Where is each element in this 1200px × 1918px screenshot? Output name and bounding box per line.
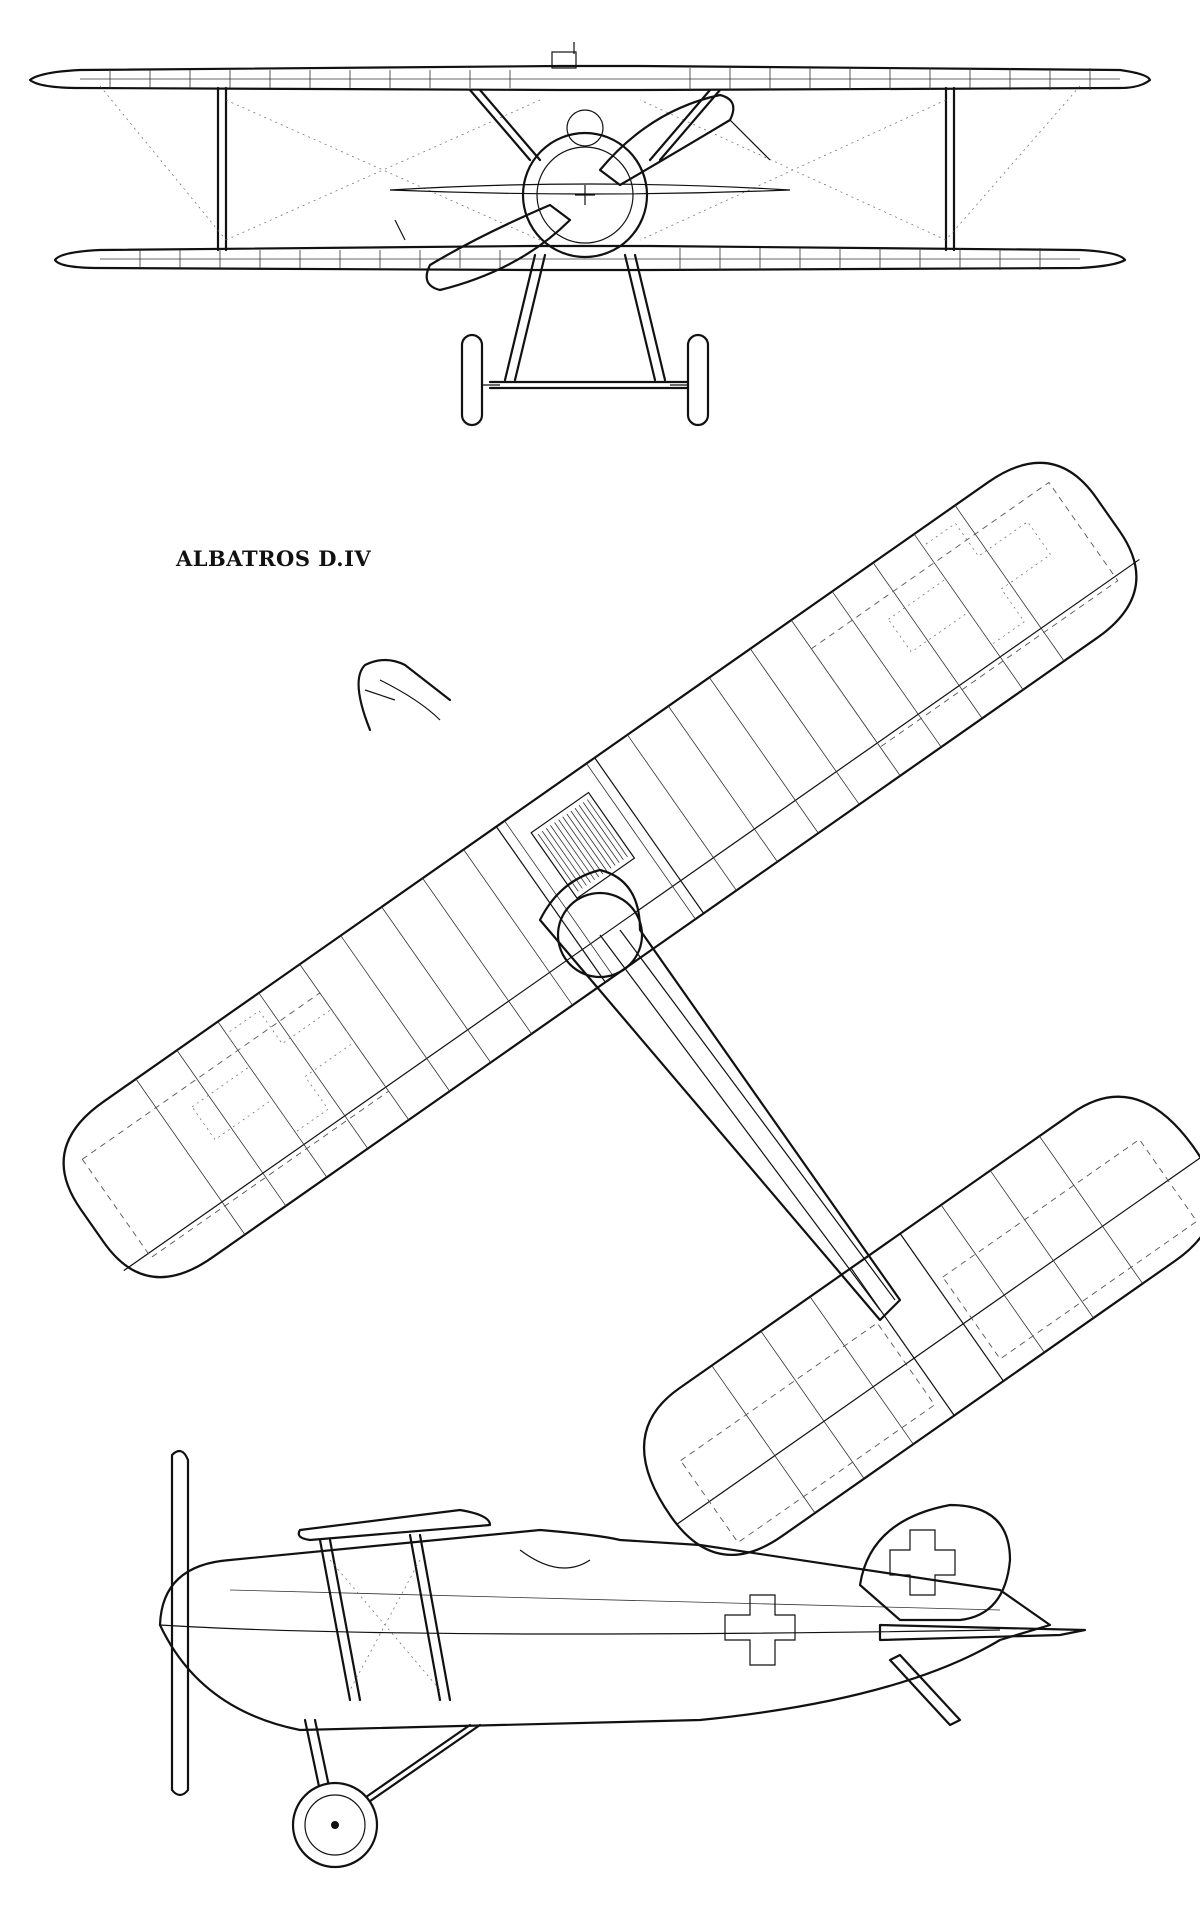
front-lower-wing xyxy=(53,244,1127,272)
front-propeller xyxy=(394,93,771,292)
plan-wing-crosses xyxy=(191,521,1052,1141)
side-tailplane xyxy=(878,1623,1087,1642)
plan-nose xyxy=(357,658,452,732)
side-fuselage-crosses xyxy=(724,1594,796,1666)
side-tailskid xyxy=(888,1653,962,1727)
front-upper-wing xyxy=(28,42,1152,92)
side-undercarriage xyxy=(291,1718,482,1869)
side-fin-cross xyxy=(889,1529,956,1596)
side-struts xyxy=(318,1533,452,1702)
aircraft-title: ALBATROS D.IV xyxy=(176,546,372,571)
front-tailplane xyxy=(389,183,791,195)
side-upper-wing xyxy=(297,1508,492,1542)
front-view xyxy=(28,42,1152,427)
side-propeller xyxy=(170,1449,190,1797)
side-fuselage xyxy=(158,1528,1052,1732)
side-fin xyxy=(858,1503,1012,1622)
front-interplane-struts xyxy=(99,85,1081,252)
front-cabane-struts xyxy=(468,88,722,162)
front-engine-cowling xyxy=(521,109,649,259)
front-undercarriage xyxy=(460,253,710,427)
plan-tailplane xyxy=(642,1095,1200,1556)
plan-fuselage xyxy=(538,868,902,1322)
